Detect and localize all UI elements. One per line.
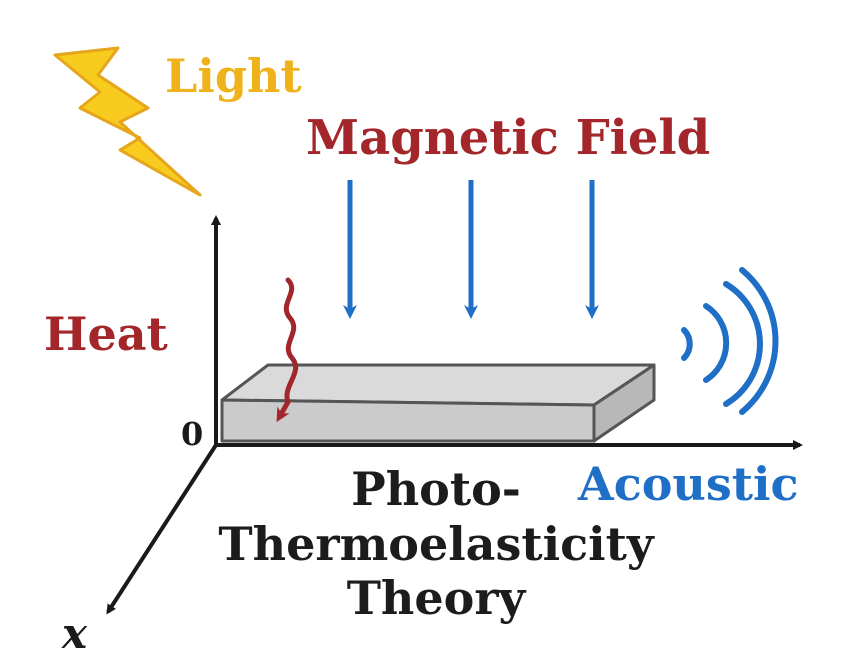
x-axis-label: x — [61, 609, 88, 658]
sound-wave-large — [723, 281, 763, 407]
origin-label: 0 — [181, 415, 203, 453]
magnetic-field-arrows — [343, 180, 599, 319]
slab-front-face — [220, 398, 596, 443]
acoustic-label: Acoustic — [577, 457, 798, 511]
slab-side-face — [592, 363, 656, 443]
title-line-2: Thermoelasticity — [218, 517, 654, 571]
title-line-1: Photo- — [351, 462, 521, 516]
light-label: Light — [165, 49, 302, 103]
magnetic-field-label: Magnetic Field — [306, 110, 710, 166]
lightning-bolt-icon — [53, 46, 202, 197]
wavy-heat-arrow-icon — [276, 277, 299, 423]
sound-wave-xlarge — [739, 267, 779, 415]
heat-label: Heat — [44, 307, 169, 361]
title-line-3: Theory — [347, 571, 527, 625]
material-slab — [220, 363, 656, 443]
x-axis — [106, 443, 218, 615]
sound-waves-icon — [681, 267, 779, 415]
coordinate-axes — [106, 215, 803, 615]
sound-wave-small — [681, 327, 693, 361]
sound-wave-medium — [703, 303, 730, 383]
